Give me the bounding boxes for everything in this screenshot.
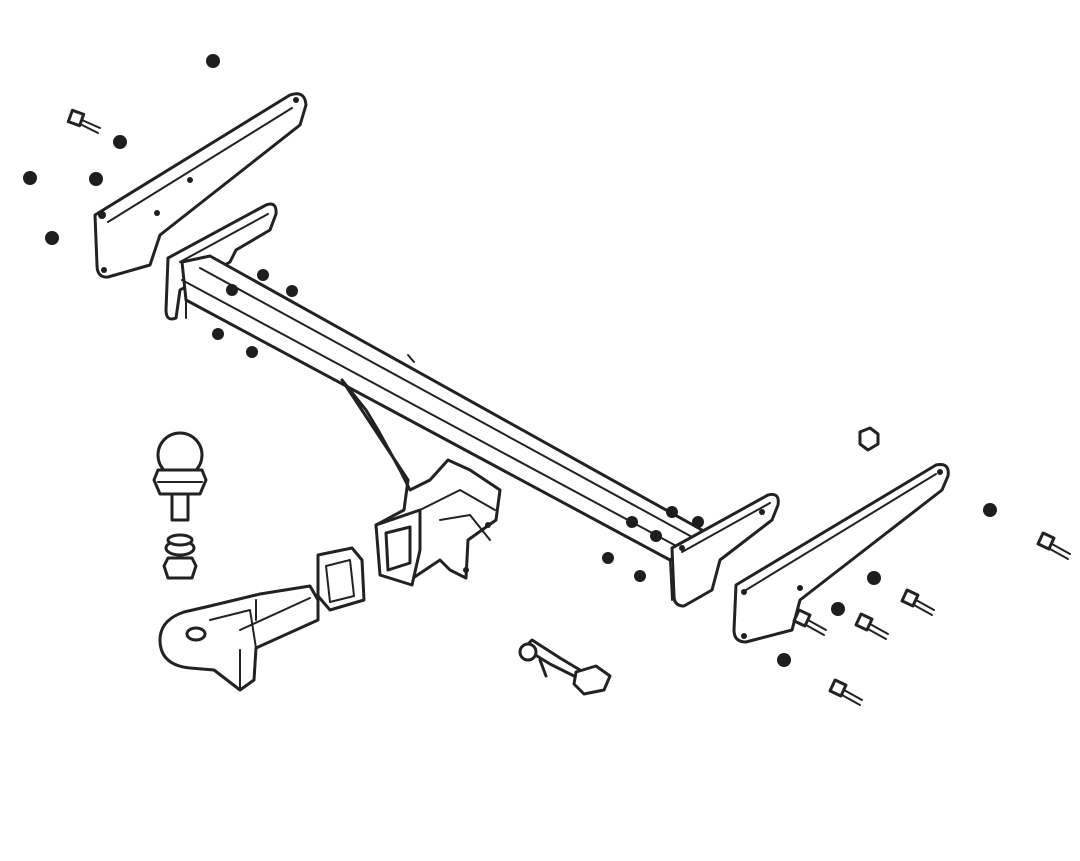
fastener-bolts bbox=[66, 108, 1071, 706]
nut-icon bbox=[626, 516, 638, 528]
nut-icon bbox=[666, 506, 678, 518]
nut-icon bbox=[867, 571, 881, 585]
nut-icon bbox=[206, 54, 220, 68]
ball-mount-drawbar bbox=[158, 584, 320, 692]
nut-icon bbox=[246, 346, 258, 358]
nut-icon bbox=[634, 570, 646, 582]
nut-icon bbox=[45, 231, 59, 245]
nut-icon bbox=[212, 328, 224, 340]
bolt-icon bbox=[854, 612, 889, 640]
hitch-pin-with-clip bbox=[518, 638, 612, 696]
nut-icon bbox=[831, 602, 845, 616]
nut-icon bbox=[777, 653, 791, 667]
nut-icon bbox=[650, 530, 662, 542]
bolt-icon bbox=[1036, 531, 1071, 560]
bolt-icon bbox=[792, 608, 827, 636]
nut-icon bbox=[983, 503, 997, 517]
nut-icon bbox=[692, 516, 704, 528]
fastener-nuts bbox=[23, 54, 997, 667]
nut-icon bbox=[23, 171, 37, 185]
right-mounting-bracket-inner bbox=[670, 493, 780, 608]
right-mounting-bracket-outer bbox=[732, 463, 950, 644]
bolt-icon bbox=[66, 108, 101, 134]
nut-icon bbox=[113, 135, 127, 149]
nut-icon bbox=[602, 552, 614, 564]
nut-icon bbox=[89, 172, 103, 186]
receiver-hitch bbox=[340, 354, 502, 587]
nut-icon bbox=[858, 426, 880, 452]
receiver-cover-plate bbox=[316, 546, 366, 612]
nut-icon bbox=[226, 284, 238, 296]
bolt-icon bbox=[900, 588, 935, 616]
tow-ball bbox=[152, 431, 208, 580]
bolt-icon bbox=[828, 678, 863, 706]
left-mounting-bracket-outer bbox=[93, 92, 308, 279]
nut-icon bbox=[286, 285, 298, 297]
nut-icon bbox=[257, 269, 269, 281]
